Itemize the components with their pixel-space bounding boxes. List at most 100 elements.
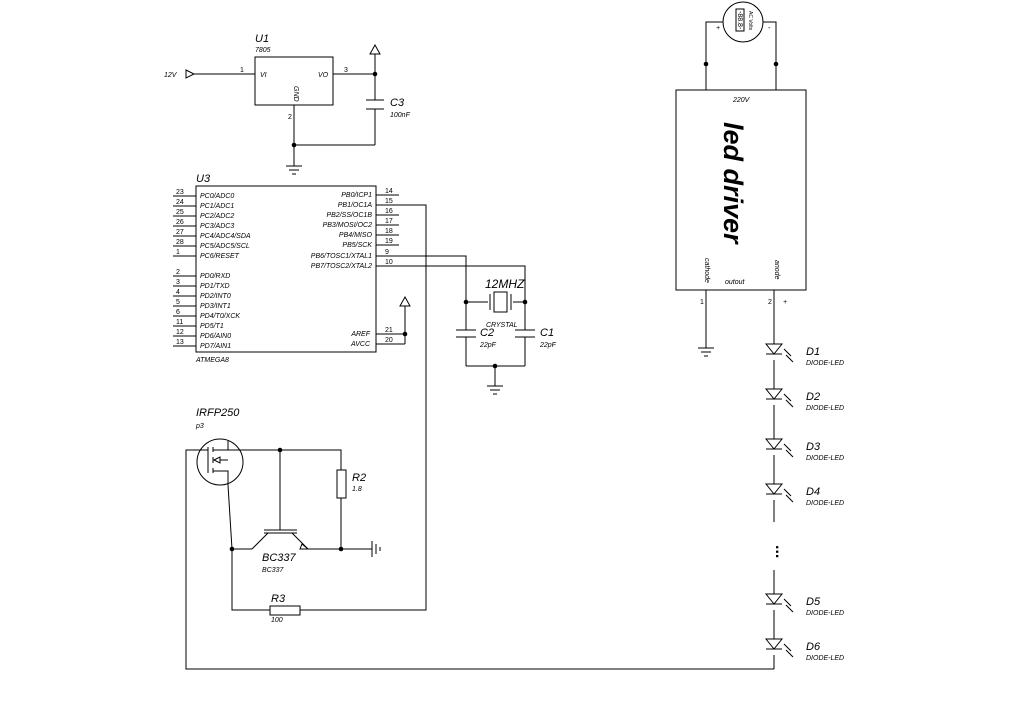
mcu-value: ATMEGA8: [195, 357, 229, 364]
vcc-arrow-icon: [369, 43, 381, 55]
mcu-body: [195, 185, 377, 353]
c3-value: 100nF: [390, 112, 411, 119]
led-triangle-icon: [764, 483, 784, 495]
mcu-pin-number: 14: [385, 188, 393, 195]
junction-dot: [338, 546, 344, 552]
mcu-pin-name: PC2/ADC2: [200, 213, 234, 220]
mcu-pin-name: PB4/MISO: [339, 232, 373, 239]
mcu-pin-name: PD6/AIN0: [200, 333, 231, 340]
mcu-pin-number: 13: [176, 339, 184, 346]
mcu-pin-name: PD4/T0/XCK: [200, 313, 240, 320]
mcu-pin-number: 25: [176, 209, 184, 216]
led-value: DIODE-LED: [806, 405, 844, 412]
mcu-pin-name: PD5/T1: [200, 323, 224, 330]
mcu-pin-number: 1: [176, 249, 180, 256]
transistor-legs: [251, 532, 309, 550]
driver-pin1: 1: [700, 299, 704, 306]
mcu-pin-number: 4: [176, 289, 180, 296]
mcu-pin-name: PC5/ADC5/SCL: [200, 243, 250, 250]
wire-drain: [228, 449, 342, 470]
voltmeter-minus: -: [768, 25, 771, 32]
mcu-pin-number: 10: [385, 259, 393, 266]
c1-value: 22pF: [539, 342, 557, 349]
led-ref: D3: [806, 441, 821, 453]
ground-icon: [286, 165, 302, 175]
transistor-ref: BC337: [262, 552, 297, 564]
mcu-pin-number: 12: [176, 329, 184, 336]
regulator-ref: U1: [255, 33, 269, 45]
mcu-pin-number: 19: [385, 238, 393, 245]
r2-ref: R2: [352, 472, 366, 484]
supply-label: 12V: [164, 72, 178, 79]
driver-anode: anode: [773, 260, 780, 280]
mcu-pin-number: 11: [176, 319, 183, 326]
capacitor-plates: [366, 99, 384, 110]
led-light-icon: [783, 443, 794, 458]
led-ref: D4: [806, 486, 820, 498]
transistor-bc337: BC337 BC337: [251, 450, 310, 574]
mcu-pin-number: 23: [176, 189, 184, 196]
mcu-pin-name: PC0/ADC0: [200, 193, 234, 200]
junction-dot: [402, 331, 408, 337]
led-value: DIODE-LED: [806, 455, 844, 462]
transistor-value: BC337: [262, 567, 285, 574]
capacitor-c2: C2 22pF: [456, 302, 497, 366]
mcu-pin-name: PB0/ICP1: [341, 192, 372, 199]
resistor-body: [336, 469, 347, 499]
mcu-pin-number: 21: [385, 327, 393, 334]
mosfet-value: p3: [195, 423, 204, 430]
mosfet-irfp250: IRFP250 p3: [195, 407, 244, 486]
mcu-pin-number: 3: [176, 279, 180, 286]
crystal-frequency: 12MHZ: [485, 277, 525, 291]
driver-pin2: 2: [768, 299, 772, 306]
mcu-pin-number: 27: [176, 229, 184, 236]
led-value: DIODE-LED: [806, 655, 844, 662]
capacitor-c3: C3 100nF: [366, 74, 411, 145]
resistor-r2: R2 1.8: [336, 469, 366, 499]
mcu-pin-number: 20: [385, 337, 393, 344]
mcu-left-pins: 23PC0/ADC024PC1/ADC125PC2/ADC226PC3/ADC3…: [173, 189, 251, 350]
regulator-pin-gnd: GND: [292, 86, 299, 102]
wire-source: [227, 484, 252, 550]
regulator-body: [254, 56, 334, 106]
mcu-pin-number: 24: [176, 199, 184, 206]
regulator-value: 7805: [255, 47, 271, 54]
led-driver-module: 220V led driver cathode anode outout 1 2…: [675, 89, 807, 306]
led-triangle-icon: [764, 438, 784, 450]
wire-regulator-gnd: [293, 105, 375, 146]
led-ref: D5: [806, 596, 821, 608]
mcu-pin-number: 5: [176, 299, 180, 306]
mcu-pin-number: 2: [176, 269, 180, 276]
voltmeter-unit: AC Volts: [747, 11, 753, 31]
regulator-pin3-num: 3: [344, 67, 348, 74]
voltmeter-reading: -88.8-: [736, 11, 743, 30]
mcu-pin-name: PB7/TOSC2/XTAL2: [311, 263, 372, 270]
c2-ref: C2: [480, 327, 494, 339]
regulator-pin2-num: 2: [288, 114, 292, 121]
mcu-pin-number: 15: [385, 198, 393, 205]
capacitor-c1-symbol: [515, 302, 535, 366]
mcu-pin-name: PB2/SS/OC1B: [326, 212, 372, 219]
led-triangle-icon: [764, 343, 784, 355]
wire-gate-to-led: [185, 449, 774, 670]
capacitor-c1: C1 22pF: [515, 302, 557, 366]
led-triangle-icon: [764, 388, 784, 400]
voltmeter-plus: +: [716, 25, 720, 32]
driver-cathode: cathode: [703, 258, 710, 283]
mcu-pin-name: AVCC: [350, 341, 371, 348]
resistor-body: [269, 605, 301, 616]
led-value: DIODE-LED: [806, 360, 844, 367]
wire-pb1-oc1a: [300, 204, 427, 611]
led-string: D1DIODE-LEDD2DIODE-LEDD3DIODE-LEDD4DIODE…: [764, 290, 844, 669]
led-light-icon: [783, 643, 794, 658]
driver-output: outout: [725, 279, 746, 286]
driver-title: led driver: [718, 122, 748, 245]
led-triangle-icon: [764, 593, 784, 605]
mcu-pin-name: AREF: [350, 331, 370, 338]
regulator-7805: U1 7805 VI VO GND 1 2 3: [240, 33, 348, 121]
junction-dot: [703, 61, 709, 67]
